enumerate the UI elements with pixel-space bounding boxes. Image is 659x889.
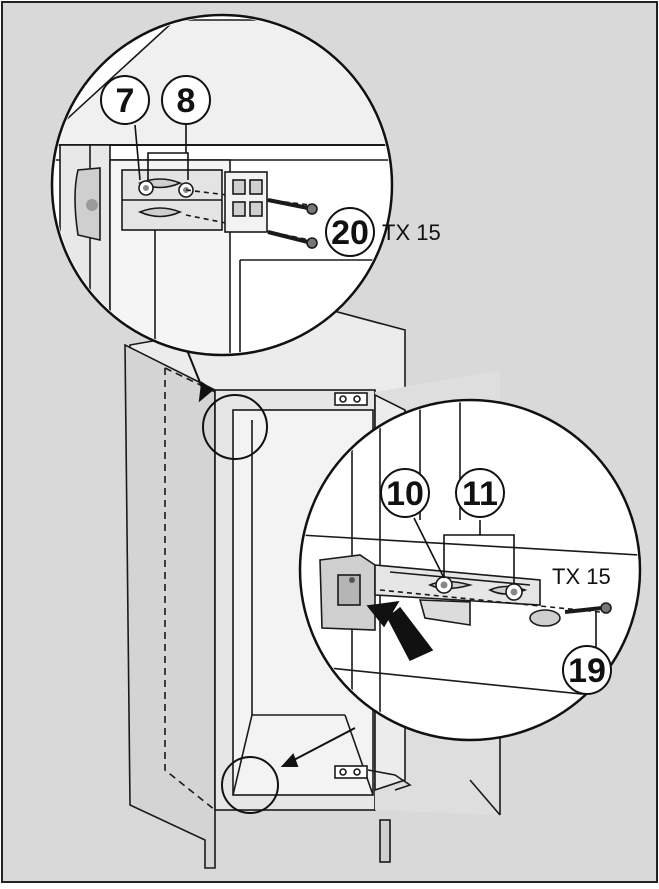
bottom-detail-magnifier: 10 11 TX 15 (298, 398, 642, 742)
callout-8: 8 (161, 75, 211, 125)
callout-7-label: 7 (116, 82, 135, 120)
callout-19: 19 (562, 645, 612, 695)
push-arrow (366, 600, 419, 651)
pointer-arrows (184, 344, 356, 767)
callout-11: 11 (455, 468, 505, 518)
callout-10: 10 (380, 468, 430, 518)
tool-label-bottom: TX 15 (552, 564, 611, 589)
callout-10-label: 10 (386, 475, 424, 513)
screw-part-19 (564, 602, 612, 614)
callout-8-label: 8 (177, 82, 196, 120)
focus-circle-bottom (221, 756, 279, 814)
tool-label-top: TX 15 (382, 220, 441, 245)
callout-20-label: 20 (331, 214, 369, 252)
callout-19-label: 19 (568, 652, 606, 690)
callout-7: 7 (100, 75, 150, 125)
top-detail-magnifier: 7 8 (50, 13, 394, 357)
focus-circle-top (202, 394, 268, 460)
callout-11-label: 11 (462, 475, 498, 513)
screws-part-20 (267, 198, 318, 249)
callout-20: 20 (325, 207, 375, 257)
